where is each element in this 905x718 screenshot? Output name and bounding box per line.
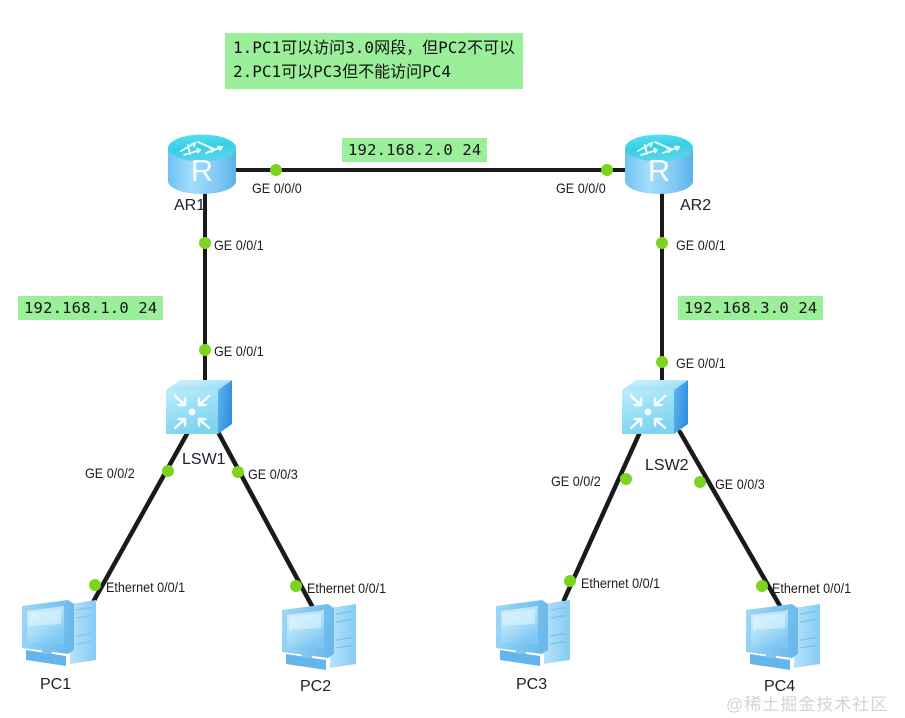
device-router-ar2[interactable]: R (625, 134, 693, 195)
port-dot-icon (89, 579, 101, 591)
iface-label-lsw1-ge003: GE 0/0/3 (248, 466, 298, 482)
link-lsw1-pc1 (89, 429, 191, 607)
annotation-line-2: 2.PC1可以PC3但不能访问PC4 (233, 62, 451, 81)
svg-text:R: R (648, 153, 670, 188)
port-dot-icon (564, 575, 576, 587)
device-pc-pc3[interactable] (496, 600, 570, 666)
device-switch-lsw1[interactable] (166, 380, 232, 434)
port-dot-icon (694, 476, 706, 488)
port-dots (89, 164, 768, 592)
iface-label-ar1-ge001: GE 0/0/1 (214, 237, 264, 253)
port-dot-icon (620, 473, 632, 485)
iface-label-pc4-eth001: Ethernet 0/0/1 (772, 580, 852, 596)
link-lsw2-pc3 (561, 429, 643, 603)
device-router-ar1[interactable]: R (168, 134, 236, 195)
iface-label-ar2-ge001: GE 0/0/1 (676, 237, 726, 253)
watermark: @稀土掘金技术社区 (726, 695, 889, 714)
port-dot-icon (199, 237, 211, 249)
device-label-pc2: PC2 (300, 678, 332, 695)
device-label-pc1: PC1 (40, 676, 72, 693)
iface-label-lsw1-ge001: GE 0/0/1 (214, 343, 264, 359)
iface-label-lsw2-ge003: GE 0/0/3 (715, 476, 765, 492)
svg-text:R: R (191, 153, 213, 188)
iface-label-lsw1-ge002: GE 0/0/2 (85, 465, 135, 481)
device-label-pc4: PC4 (764, 678, 796, 695)
device-label-ar1: AR1 (174, 197, 206, 214)
segment-label-192-168-2-0: 192.168.2.0 24 (342, 138, 488, 162)
iface-label-lsw2-ge001: GE 0/0/1 (676, 355, 726, 371)
segment-label-192-168-1-0: 192.168.1.0 24 (18, 296, 164, 320)
iface-label-pc3-eth001: Ethernet 0/0/1 (581, 575, 661, 591)
link-lines (89, 168, 783, 609)
port-dot-icon (270, 164, 282, 176)
port-dot-icon (756, 580, 768, 592)
device-label-ar2: AR2 (680, 197, 712, 214)
port-dot-icon (199, 344, 211, 356)
device-pc-pc2[interactable] (282, 604, 356, 670)
port-dot-icon (656, 237, 668, 249)
link-lsw2-pc4 (677, 429, 783, 609)
iface-label-pc2-eth001: Ethernet 0/0/1 (307, 580, 387, 596)
iface-label-ar1-ge000: GE 0/0/0 (252, 180, 302, 196)
port-dot-icon (656, 356, 668, 368)
segment-label-192-168-3-0: 192.168.3.0 24 (678, 296, 824, 320)
port-dot-icon (162, 465, 174, 477)
device-label-pc3: PC3 (516, 676, 548, 693)
iface-label-lsw2-ge002: GE 0/0/2 (551, 473, 601, 489)
port-dot-icon (290, 580, 302, 592)
device-pc-pc1[interactable] (22, 600, 96, 666)
iface-label-ar2-ge000: GE 0/0/0 (556, 180, 606, 196)
device-switch-lsw2[interactable] (622, 380, 688, 434)
annotation-line-1: 1.PC1可以访问3.0网段，但PC2不可以 (233, 38, 515, 57)
port-dot-icon (232, 466, 244, 478)
device-label-lsw2: LSW2 (645, 457, 689, 474)
port-dot-icon (601, 164, 613, 176)
device-label-lsw1: LSW1 (182, 451, 226, 468)
link-lsw1-pc2 (215, 429, 315, 609)
iface-label-pc1-eth001: Ethernet 0/0/1 (106, 579, 186, 595)
topology-annotation: 1.PC1可以访问3.0网段，但PC2不可以 2.PC1可以PC3但不能访问PC… (225, 33, 523, 89)
device-pc-pc4[interactable] (746, 604, 820, 670)
